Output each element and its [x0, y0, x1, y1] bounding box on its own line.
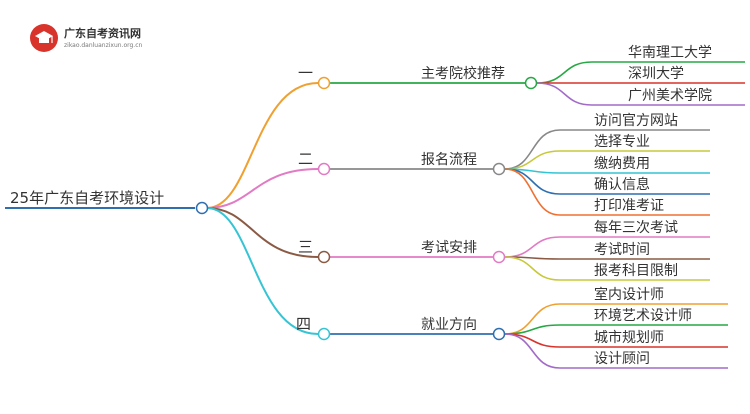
leaf-label-si-2: 城市规划师: [594, 329, 664, 346]
branch-node-er[interactable]: [317, 162, 331, 176]
root-node[interactable]: [195, 201, 209, 215]
branch-number-san: 三: [298, 238, 313, 256]
branch-node-si[interactable]: [317, 327, 331, 341]
branch-end-node-er[interactable]: [492, 162, 506, 176]
leaf-line-si-3: [504, 333, 728, 369]
leaf-label-yi-1: 深圳大学: [628, 66, 684, 82]
branch-label-yi: 主考院校推荐: [421, 65, 505, 82]
branch-label-er: 报名流程: [421, 152, 477, 168]
leaf-label-er-2: 缴纳费用: [594, 156, 650, 172]
root-connector-si: [206, 207, 319, 335]
leaf-line-yi-2: [536, 82, 745, 106]
leaf-label-si-1: 环境艺术设计师: [594, 308, 692, 324]
branch-number-er: 二: [298, 150, 313, 168]
leaf-label-san-0: 每年三次考试: [594, 220, 678, 236]
branch-label-san: 考试安排: [421, 240, 477, 256]
logo-subtitle: zikao.danluanzixun.org.cn: [64, 42, 143, 49]
branch-end-node-yi[interactable]: [524, 76, 538, 90]
leaf-label-si-0: 室内设计师: [594, 286, 664, 303]
branch-end-node-san[interactable]: [492, 250, 506, 264]
root-connector-san: [206, 207, 319, 258]
branch-node-san[interactable]: [317, 250, 331, 264]
branch-label-si: 就业方向: [421, 317, 477, 333]
leaf-label-si-3: 设计顾问: [594, 351, 650, 367]
leaf-label-er-0: 访问官方网站: [594, 113, 678, 129]
leaf-label-er-1: 选择专业: [594, 134, 650, 150]
site-logo[interactable]: 广东自考资讯网 zikao.danluanzixun.org.cn: [30, 22, 170, 56]
leaf-line-er-0: [504, 129, 710, 170]
leaf-label-san-1: 考试时间: [594, 242, 650, 258]
branch-number-si: 四: [296, 315, 311, 333]
leaf-label-er-4: 打印准考证: [594, 197, 664, 214]
root-label: 25年广东自考环境设计: [10, 189, 164, 207]
leaf-label-yi-0: 华南理工大学: [628, 45, 712, 61]
leaf-line-san-2: [504, 256, 710, 281]
logo-title: 广东自考资讯网: [64, 27, 141, 40]
branch-node-yi[interactable]: [317, 76, 331, 90]
leaf-line-yi-0: [536, 61, 745, 84]
root-connector-er: [206, 168, 319, 209]
root-connector-yi: [206, 82, 319, 209]
graduation-cap-icon: [30, 24, 58, 52]
leaf-label-yi-2: 广州美术学院: [628, 88, 712, 104]
leaf-label-san-2: 报考科目限制: [594, 263, 678, 279]
branch-end-node-si[interactable]: [492, 327, 506, 341]
leaf-line-er-4: [504, 168, 710, 216]
leaf-label-er-3: 确认信息: [594, 176, 650, 193]
branch-number-yi: 一: [298, 64, 313, 82]
